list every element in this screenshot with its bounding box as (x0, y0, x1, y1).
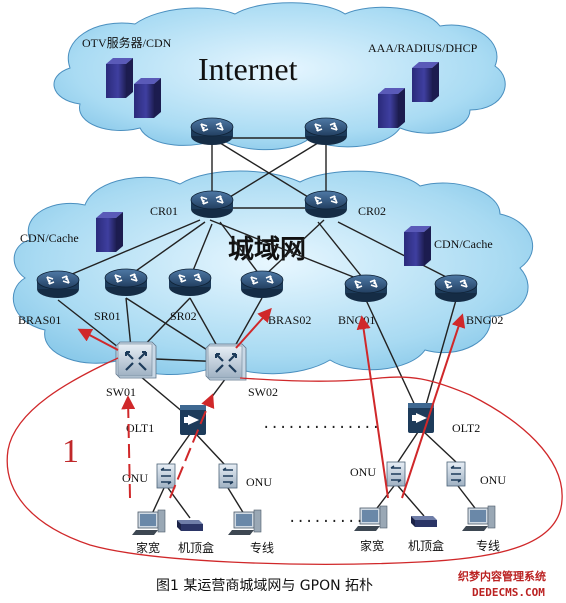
otv-server-cdn-label: OTV服务器/CDN (82, 35, 172, 50)
leased-line-label: 专线 (250, 540, 274, 555)
onu-label: ONU (122, 471, 148, 485)
internet-title: Internet (198, 51, 298, 87)
sw02-switch-icon (204, 342, 248, 382)
cr01-router-icon (190, 190, 234, 219)
cdn-cache-left-label: CDN/Cache (20, 231, 79, 245)
sr01-label: SR01 (94, 309, 121, 323)
sr01-router-icon (104, 268, 148, 297)
aaa-radius-dhcp-label: AAA/RADIUS/DHCP (368, 41, 478, 55)
server-icon (106, 58, 133, 98)
set-top-box-label: 机顶盒 (408, 538, 444, 553)
sw01-switch-icon (114, 340, 158, 380)
dots-separator-bottom: ········· (288, 514, 364, 530)
bng01-label: BNG01 (338, 313, 375, 327)
pc-icon (227, 509, 262, 536)
bng02-label: BNG02 (466, 313, 503, 327)
figure-caption: 图1 某运营商城域网与 GPON 拓朴 (156, 578, 373, 594)
server-icon (134, 78, 161, 118)
sr02-label: SR02 (170, 309, 197, 323)
router-icon (304, 117, 348, 146)
region-numeral: 1 (62, 433, 79, 470)
cr01-label: CR01 (150, 204, 178, 218)
watermark-line2: DEDECMS.COM (472, 586, 545, 599)
sw01-label: SW01 (106, 385, 136, 399)
olt2-icon (408, 403, 434, 433)
bng01-router-icon (344, 274, 388, 303)
server-icon (412, 62, 439, 102)
olt1-label: OLT1 (126, 421, 154, 435)
onu-icon (218, 463, 238, 489)
pc-icon (131, 509, 166, 536)
onu-label: ONU (246, 475, 272, 489)
bras02-router-icon (240, 270, 284, 299)
cdn-cache-right-label: CDN/Cache (434, 237, 493, 251)
onu-icon (446, 461, 466, 487)
dots-separator-top: ·············· (262, 420, 380, 436)
pc-icon (461, 505, 496, 532)
server-icon (378, 88, 405, 128)
cr02-label: CR02 (358, 204, 386, 218)
sr02-router-icon (168, 268, 212, 297)
onu-label: ONU (350, 465, 376, 479)
settop-box-icon (411, 516, 437, 527)
cdn-cache-server-icon (96, 212, 123, 252)
home-broadband-label: 家宽 (360, 538, 384, 553)
metro-network-title: 城域网 (228, 235, 306, 265)
traffic-arrows (77, 307, 466, 499)
leased-line-label: 专线 (476, 538, 500, 553)
router-icon (190, 117, 234, 146)
bras01-router-icon (36, 270, 80, 299)
cdn-cache-server-icon (404, 226, 431, 266)
onu-icon (386, 461, 406, 487)
settop-box-icon (177, 520, 203, 531)
cr02-router-icon (304, 190, 348, 219)
onu-label: ONU (480, 473, 506, 487)
bras02-label: BRAS02 (268, 313, 311, 327)
set-top-box-label: 机顶盒 (178, 540, 214, 555)
access-region-outline (6, 357, 563, 565)
watermark-line1: 织梦内容管理系统 (458, 569, 546, 583)
watermark-logo: 织梦内容管理系统 DEDECMS.COM (458, 569, 546, 599)
bras01-label: BRAS01 (18, 313, 61, 327)
olt2-label: OLT2 (452, 421, 480, 435)
onu-icon (156, 463, 176, 489)
bng02-router-icon (434, 274, 478, 303)
home-broadband-label: 家宽 (136, 540, 160, 555)
sw02-label: SW02 (248, 385, 278, 399)
